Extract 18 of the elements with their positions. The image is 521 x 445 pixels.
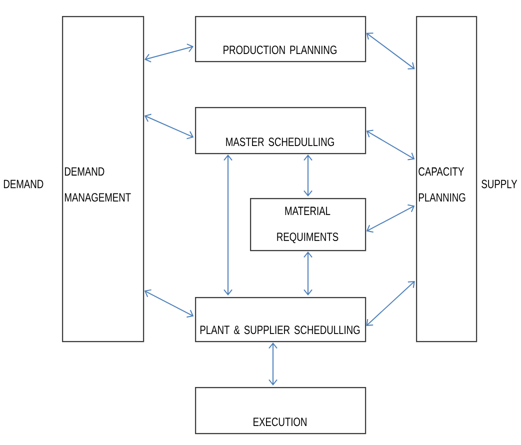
arrow <box>366 204 415 233</box>
arrow <box>144 289 194 318</box>
process-box: EXECUTION <box>195 386 366 434</box>
arrow <box>366 32 415 70</box>
arrow <box>304 251 312 296</box>
process-box: PRODUCTION PLANNING <box>195 16 366 62</box>
process-box: MATERIAL REQUIMENTS <box>250 198 366 252</box>
column-box: DEMAND MANAGEMENT <box>62 16 144 342</box>
arrow <box>144 114 194 140</box>
arrow <box>224 154 232 296</box>
arrow <box>366 281 415 326</box>
side-label: DEMAND <box>4 180 44 188</box>
arrow <box>366 130 415 160</box>
arrow <box>268 342 278 386</box>
process-box: MASTER SCHEDULLING <box>195 107 366 154</box>
column-box: CAPACITY PLANNING <box>416 16 478 342</box>
process-box: PLANT & SUPPLIER SCHEDULLING <box>195 296 366 342</box>
arrow <box>304 154 312 196</box>
